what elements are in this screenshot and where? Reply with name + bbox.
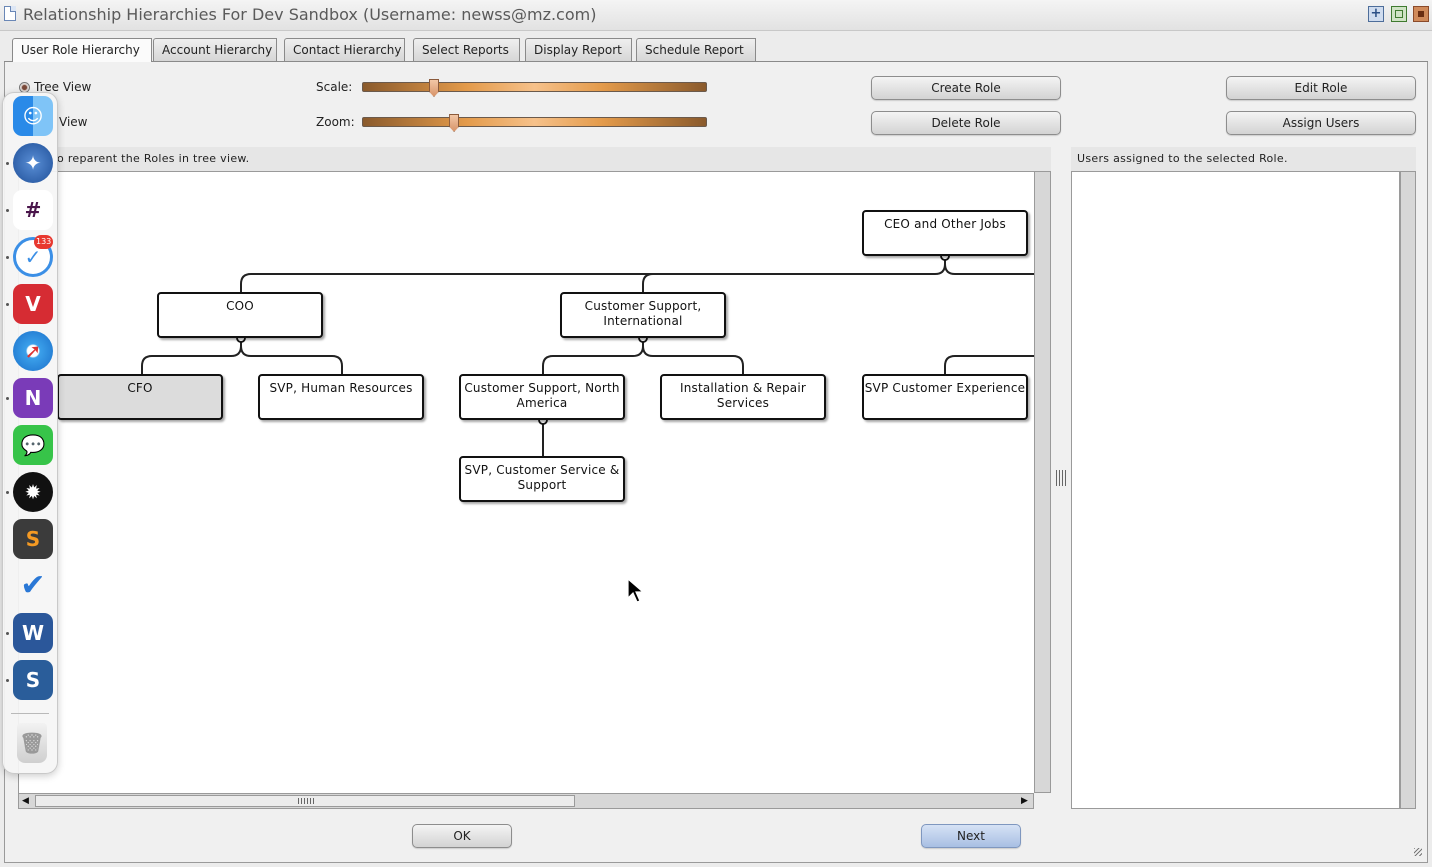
tree-view-label: Tree View (34, 80, 92, 94)
tab-label: Account Hierarchy (162, 43, 273, 57)
connector-line (542, 338, 644, 374)
tab-strip-divider (4, 61, 1428, 62)
role-node-cs-north-america[interactable]: Customer Support, North America (459, 374, 625, 420)
split-pane-divider-grip[interactable] (1056, 470, 1066, 486)
scroll-right-arrow-icon[interactable]: ▶ (1021, 796, 1028, 806)
running-indicator (6, 303, 9, 306)
edit-role-button[interactable]: Edit Role (1226, 76, 1416, 100)
role-node-svp-hr[interactable]: SVP, Human Resources (258, 374, 424, 420)
scroll-left-arrow-icon[interactable]: ◀ (22, 796, 29, 806)
resize-grip-icon[interactable] (1414, 848, 1422, 856)
messages-icon[interactable]: 💬 (13, 425, 53, 465)
scale-label: Scale: (316, 80, 353, 94)
todo-icon[interactable]: ✔ (20, 568, 46, 603)
tree-horizontal-scrollbar[interactable]: ◀ ▶ (18, 793, 1034, 809)
ok-button[interactable]: OK (412, 824, 512, 848)
role-node-cfo[interactable]: CFO (57, 374, 223, 420)
next-button[interactable]: Next (921, 824, 1021, 848)
maximize-plus-icon[interactable]: + (1368, 6, 1384, 22)
role-node-ceo[interactable]: CEO and Other Jobs (862, 210, 1028, 256)
scale-slider-thumb[interactable] (429, 79, 439, 97)
tab-select-reports[interactable]: Select Reports (413, 38, 520, 61)
role-label: SVP, Customer Service & Support (464, 463, 620, 492)
macos-dock: ☺ ✦ # ✓ V ➚ N 💬 ✹ S ✔ W S 🗑 (2, 92, 58, 774)
delete-role-button[interactable]: Delete Role (871, 111, 1061, 135)
tree-vertical-scrollbar[interactable] (1034, 171, 1051, 793)
connector-line (240, 256, 946, 292)
tab-label: Select Reports (422, 43, 509, 57)
running-indicator (6, 679, 9, 682)
users-hint-bar (1071, 147, 1416, 171)
role-node-coo[interactable]: COO (157, 292, 323, 338)
tab-label: Display Report (534, 43, 622, 57)
close-window-icon[interactable] (1413, 6, 1429, 22)
role-label: Customer Support, North America (464, 381, 620, 410)
role-label: CFO (127, 381, 153, 395)
zoom-slider[interactable] (362, 117, 707, 127)
running-indicator (6, 162, 9, 165)
connector-lines (141, 251, 1034, 456)
document-icon (4, 6, 16, 21)
connector-line (141, 338, 242, 374)
connector-line (642, 345, 744, 374)
tree-hint-bar (18, 147, 1051, 171)
word-icon[interactable]: W (13, 613, 53, 653)
tab-label: Schedule Report (645, 43, 744, 57)
tab-user-role-hierarchy[interactable]: User Role Hierarchy (12, 38, 152, 62)
gear-app-icon[interactable]: ✹ (13, 472, 53, 512)
safari-icon[interactable]: ➚ (13, 331, 53, 371)
tab-label: Contact Hierarchy (293, 43, 402, 57)
connector-line (944, 263, 1034, 275)
window-title-bar: Relationship Hierarchies For Dev Sandbox… (0, 0, 1432, 31)
role-node-installation-repair[interactable]: Installation & Repair Services (660, 374, 826, 420)
running-indicator (6, 209, 9, 212)
running-indicator (6, 632, 9, 635)
dock-separator (11, 713, 49, 714)
running-indicator (6, 491, 9, 494)
tab-label: User Role Hierarchy (21, 43, 140, 57)
role-node-cs-international[interactable]: Customer Support, International (560, 292, 726, 338)
mail-unread-badge: 133 (34, 235, 54, 249)
horizontal-scroll-thumb[interactable] (35, 795, 575, 807)
users-vertical-scrollbar[interactable] (1400, 171, 1416, 809)
role-tree-canvas[interactable]: CEO and Other Jobs COO Customer Support,… (18, 171, 1034, 793)
role-node-svp-customer-experience[interactable]: SVP Customer Experience (862, 374, 1028, 420)
role-label: SVP, Human Resources (269, 381, 413, 395)
assign-users-button[interactable]: Assign Users (1226, 111, 1416, 135)
slack-icon[interactable]: # (13, 190, 53, 230)
role-label: SVP Customer Experience (864, 381, 1026, 395)
mouse-cursor-icon (627, 578, 645, 603)
connector-line (240, 345, 343, 374)
tab-display-report[interactable]: Display Report (525, 38, 632, 61)
zoom-slider-thumb[interactable] (449, 114, 460, 132)
tab-schedule-report[interactable]: Schedule Report (636, 38, 756, 61)
onenote-icon[interactable]: N (13, 378, 53, 418)
scrivener-icon[interactable]: S (13, 660, 53, 700)
role-label: Customer Support, International (584, 299, 702, 328)
window-title: Relationship Hierarchies For Dev Sandbox… (23, 5, 597, 24)
zoom-label: Zoom: (316, 115, 355, 129)
role-label: Installation & Repair Services (679, 381, 807, 410)
connector-line (944, 355, 1034, 374)
sublime-text-icon[interactable]: S (13, 519, 53, 559)
tab-account-hierarchy[interactable]: Account Hierarchy (153, 38, 277, 61)
role-node-svp-customer-service[interactable]: SVP, Customer Service & Support (459, 456, 625, 502)
users-hint-text: Users assigned to the selected Role. (1077, 152, 1288, 165)
trash-icon[interactable]: 🗑 (17, 723, 47, 763)
other-view-label: View (59, 115, 88, 129)
network-radar-icon[interactable]: ✦ (13, 143, 53, 183)
vivaldi-icon[interactable]: V (13, 284, 53, 324)
create-role-button[interactable]: Create Role (871, 76, 1061, 100)
restore-window-icon[interactable] (1391, 6, 1407, 22)
tree-hint-text: o reparent the Roles in tree view. (57, 152, 250, 165)
running-indicator (6, 397, 9, 400)
tab-contact-hierarchy[interactable]: Contact Hierarchy (284, 38, 405, 61)
connector-line (642, 273, 654, 292)
role-label: CEO and Other Jobs (884, 217, 1006, 231)
assigned-users-list[interactable] (1071, 171, 1400, 809)
role-label: COO (226, 299, 254, 313)
running-indicator (6, 256, 9, 259)
scale-slider[interactable] (362, 82, 707, 92)
finder-icon[interactable]: ☺ (13, 96, 53, 136)
